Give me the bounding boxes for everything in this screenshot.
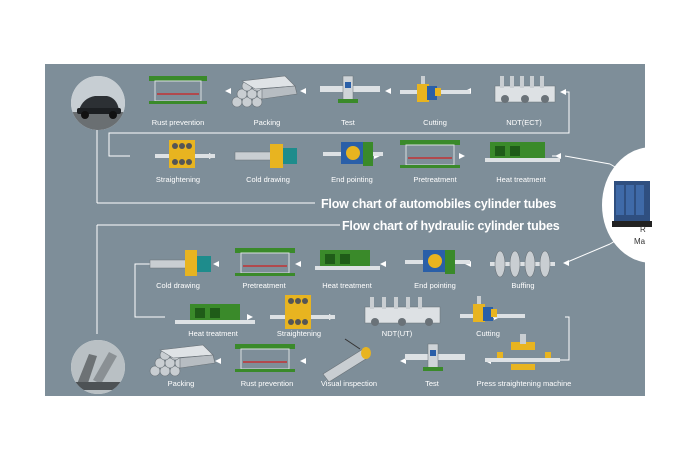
raw-material-label-2: Ma (634, 237, 646, 246)
end-pointing-station-1 (323, 142, 383, 166)
heat-treatment-station-1 (485, 142, 560, 162)
hydraulic-cylinder-photo (71, 340, 125, 394)
raw-material-label-1: R (640, 225, 646, 234)
car-icon (71, 76, 125, 130)
heat-treatment-station-2 (315, 250, 380, 270)
packing-station (231, 75, 298, 108)
visual-inspection-station (322, 338, 371, 383)
cutting-station-2 (460, 296, 525, 322)
cold-drawing-station-2 (149, 250, 211, 276)
label-cold-drawing-2: Cold drawing (156, 281, 200, 290)
test-station (320, 75, 380, 103)
label-heat-treatment-3: Heat treatment (188, 329, 238, 338)
pretreatment-station-2 (235, 248, 295, 276)
pretreatment-station-1 (400, 140, 460, 168)
label-pretreatment-1: Pretreatment (413, 175, 457, 184)
process-diagram (96, 75, 636, 383)
ndt-ut-station (364, 297, 441, 326)
label-straightening-1: Straightening (155, 175, 201, 184)
hydraulic-flow-title: Flow chart of hydraulic cylinder tubes (342, 219, 560, 233)
label-cutting-2: Cutting (476, 329, 500, 338)
flow-chart-panel: Flow chart of automobiles cylinder tubes… (45, 64, 645, 396)
label-end-pointing-2: End pointing (414, 281, 456, 290)
label-test: Test (341, 118, 355, 127)
buffing-station (490, 250, 555, 278)
label-heat-treatment-2: Heat treatment (322, 281, 372, 290)
automobile-photo (71, 76, 125, 130)
label-end-pointing-1: End pointing (331, 175, 373, 184)
truck-icon (612, 181, 652, 227)
ndt-ect-station (494, 76, 556, 103)
label-rust-prevention: Rust prevention (151, 118, 205, 127)
packing-station-2 (149, 344, 216, 377)
label-visual-inspection: Visual inspection (320, 379, 378, 388)
label-ndt-ut: NDT(UT) (381, 329, 413, 338)
label-heat-treatment-1: Heat treatment (496, 175, 546, 184)
label-buffing: Buffing (511, 281, 535, 290)
test-station-2 (405, 343, 465, 371)
rust-prevention-station-2 (235, 344, 295, 372)
rust-prevention-station (149, 76, 207, 104)
cutting-station (400, 76, 470, 102)
label-press-straightening: Press straightening machine (476, 379, 572, 388)
label-rust-prevention-2: Rust prevention (240, 379, 294, 388)
label-packing-2: Packing (167, 379, 195, 388)
press-straightening-station (485, 334, 560, 370)
cold-drawing-station-1 (234, 144, 297, 168)
raw-material-circle: R Ma (602, 147, 690, 263)
label-pretreatment-2: Pretreatment (242, 281, 286, 290)
label-cutting: Cutting (423, 118, 447, 127)
label-test-2: Test (425, 379, 439, 388)
label-packing: Packing (253, 118, 281, 127)
label-cold-drawing-1: Cold drawing (246, 175, 290, 184)
automobile-flow-title: Flow chart of automobiles cylinder tubes (321, 197, 557, 211)
end-pointing-station-2 (405, 250, 470, 274)
label-ndt-ect: NDT(ECT) (506, 118, 542, 127)
straightening-station-1 (155, 140, 215, 168)
heat-treatment-station-3 (175, 304, 255, 324)
straightening-station-2 (270, 295, 335, 329)
label-straightening-2: Straightening (276, 329, 322, 338)
excavator-icon (71, 340, 125, 394)
